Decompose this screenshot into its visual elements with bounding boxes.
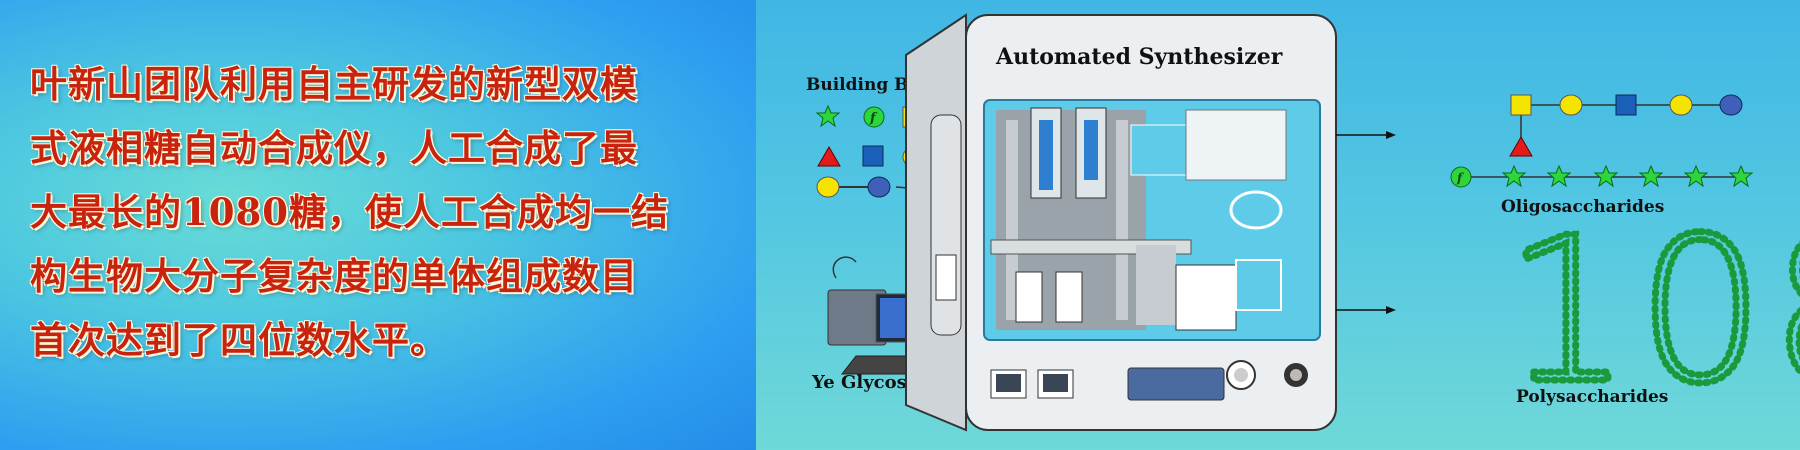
arrow-poly-icon [1386,306,1396,314]
fucose-glyph: f [869,111,878,126]
headline-line: 叶新山团队利用自主研发的新型双模 [30,62,638,106]
fucose-circle-icon [863,106,885,128]
software-label: Ye Glycosoft [811,372,936,393]
headline-line: 构生物大分子复杂度的单体组成数目 [30,254,638,298]
blue-square-icon [862,145,884,167]
headline-line: 大最长的1080糖，使人工合成均一结 [30,190,669,234]
green-star-icon [815,104,841,128]
oligosaccharide-structure: f [1450,94,1754,188]
oligo-label: Oligosaccharides [1501,197,1664,217]
arrow-oligo-icon [1386,131,1396,139]
headline-line: 式液相糖自动合成仪，人工合成了最 [30,126,638,170]
headline-line: 首次达到了四位数水平。 [30,318,448,362]
disaccharide-blue-icon [867,176,891,198]
red-triangle-icon [817,146,841,167]
fucose-glyph: f [1456,171,1464,185]
synthesis-diagram: Building Blocks f Ye Glycosoft [806,13,1800,432]
poly-label: Polysaccharides [1516,387,1668,407]
synthesizer-machine [905,13,1337,432]
disaccharide-yellow-icon [816,176,840,198]
synthesizer-label: Automated Synthesizer [995,44,1283,70]
diagram-panel: Building Blocks f Ye Glycosoft [756,0,1800,450]
headline-text: 叶新山团队利用自主研发的新型双模 式液相糖自动合成仪，人工合成了最 大最长的10… [30,52,745,372]
headline-panel: 叶新山团队利用自主研发的新型双模 式液相糖自动合成仪，人工合成了最 大最长的10… [0,0,756,450]
poly-1080-number: 1080 [1504,195,1800,428]
